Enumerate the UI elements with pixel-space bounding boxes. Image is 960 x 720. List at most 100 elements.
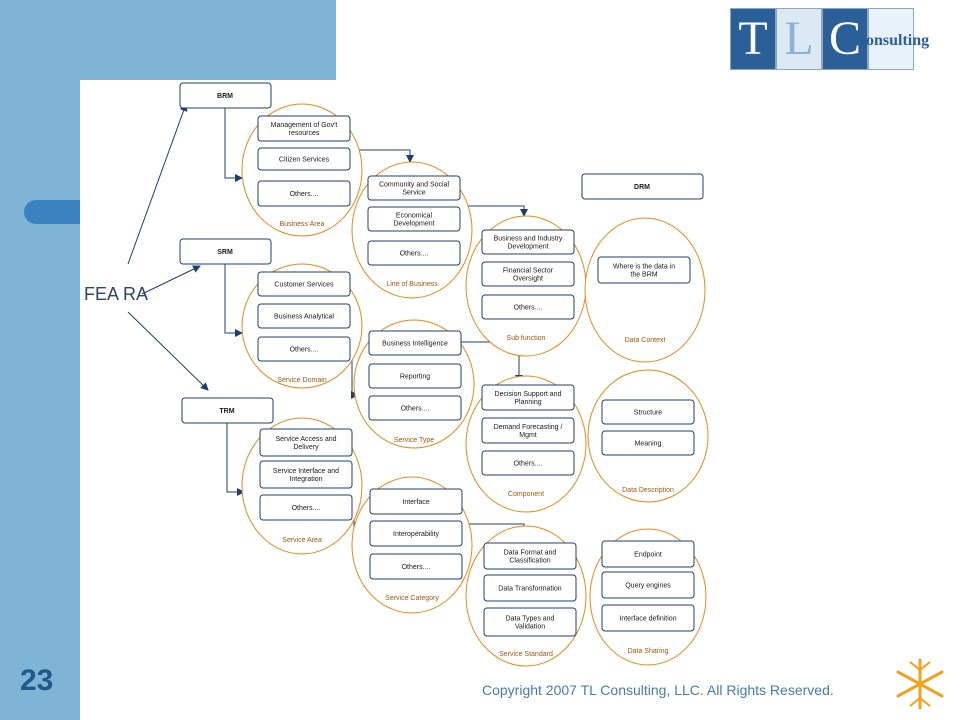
item-text: Classification (509, 558, 550, 565)
item-text: Others.... (514, 461, 543, 468)
item-text: Delivery (293, 444, 319, 451)
item-text: Data Format and (504, 550, 557, 557)
left-sidebar-bar (0, 0, 80, 720)
item-text: Business Intelligence (382, 341, 448, 348)
item-box (483, 607, 577, 637)
brm-box: BRM (179, 82, 272, 109)
item-box (481, 294, 575, 320)
item-box (481, 261, 575, 287)
item-text: Structure (634, 410, 663, 417)
item-box (597, 256, 691, 284)
item-box (367, 175, 461, 201)
ellipse-label: Service Area (282, 537, 322, 544)
item-text: Community and Social (379, 182, 449, 189)
ellipse-label: Service Domain (277, 377, 327, 384)
item-text: resources (289, 130, 320, 137)
item-box (601, 430, 695, 456)
fea-arrows (127, 103, 209, 391)
item-box (369, 553, 463, 580)
item-box (481, 384, 575, 411)
ellipse-service-category: InterfaceInteroperabilityOthers....Servi… (351, 476, 473, 614)
tlc-consulting-logo: T L C onsulting (730, 8, 929, 72)
ellipse-label: Line of Business (386, 281, 438, 288)
item-text: Others.... (290, 347, 319, 354)
ellipse-label: Business Area (280, 221, 325, 228)
item-text: Others.... (401, 406, 430, 413)
item-text: Service (402, 190, 425, 197)
ellipse-line-of-business: Community and SocialServiceEconomicalDev… (351, 161, 473, 299)
item-text: Customer Services (274, 282, 334, 289)
item-box (483, 542, 577, 570)
item-text: Data Transformation (498, 586, 562, 593)
item-box (369, 488, 463, 515)
item-text: Decision Support and (495, 391, 562, 398)
srm-box: SRM (179, 238, 272, 265)
ellipse-sub-function: Business and IndustryDevelopmentFinancia… (465, 215, 587, 357)
item-text: Oversight (513, 276, 543, 283)
item-box (369, 520, 463, 547)
item-text: Demand Forecasting / (494, 424, 563, 431)
logo-onsulting-text: onsulting (866, 32, 930, 49)
item-box (257, 336, 351, 362)
drm-label: DRM (634, 184, 650, 191)
page-number: 23 (20, 664, 54, 697)
item-text: Data Types and (506, 616, 555, 623)
asterisk-star-icon (896, 658, 944, 710)
item-box (367, 240, 461, 266)
item-box (259, 460, 353, 489)
fea-ra-label: FEA RA (84, 284, 148, 304)
ellipse-label: Service Standard (499, 651, 553, 658)
item-box (481, 450, 575, 476)
item-text: Others.... (400, 251, 429, 258)
item-box (601, 571, 695, 599)
ellipse-label: Data Sharing (628, 648, 669, 655)
item-box (483, 574, 577, 602)
item-text: Financial Sector (503, 268, 554, 275)
item-text: Others.... (402, 564, 431, 571)
item-text: Management of Gov't (271, 122, 338, 129)
ellipse-label: Service Category (385, 595, 439, 602)
item-box (367, 206, 461, 232)
item-text: Endpoint (634, 552, 662, 559)
item-box (259, 494, 353, 521)
trm-box: TRM (181, 397, 274, 424)
item-text: Development (507, 244, 548, 251)
logo-onsulting-box (868, 8, 914, 70)
sidebar-tab (24, 200, 80, 224)
ellipse-label: Service Type (394, 437, 434, 444)
item-text: Others.... (290, 191, 319, 198)
item-box (368, 363, 462, 389)
item-box (257, 147, 351, 171)
drm-box: DRM (581, 173, 704, 200)
item-text: Interface definition (619, 616, 676, 623)
item-text: Service Access and (275, 436, 336, 443)
item-text: Reporting (400, 374, 430, 381)
ellipse-label: Component (508, 491, 544, 498)
rounded-corner (80, 80, 180, 180)
item-text: the BRM (630, 272, 657, 279)
item-text: Development (393, 221, 434, 228)
item-box (481, 417, 575, 444)
copyright-text: Copyright 2007 TL Consulting, LLC. All R… (482, 682, 834, 698)
logo-letter-c: C (822, 8, 868, 70)
ellipse-service-type: Business IntelligenceReportingOthers....… (353, 319, 475, 449)
item-box (481, 229, 575, 255)
item-text: Service Interface and (273, 468, 339, 475)
trm-label: TRM (219, 408, 234, 415)
srm-label: SRM (217, 249, 233, 256)
item-text: Validation (515, 624, 545, 631)
item-box (368, 330, 462, 356)
top-band (80, 0, 336, 80)
item-text: Others.... (292, 505, 321, 512)
logo-letter-l: L (776, 8, 822, 70)
item-box (259, 428, 353, 457)
item-box (257, 303, 351, 329)
logo-letter-t: T (730, 8, 776, 70)
